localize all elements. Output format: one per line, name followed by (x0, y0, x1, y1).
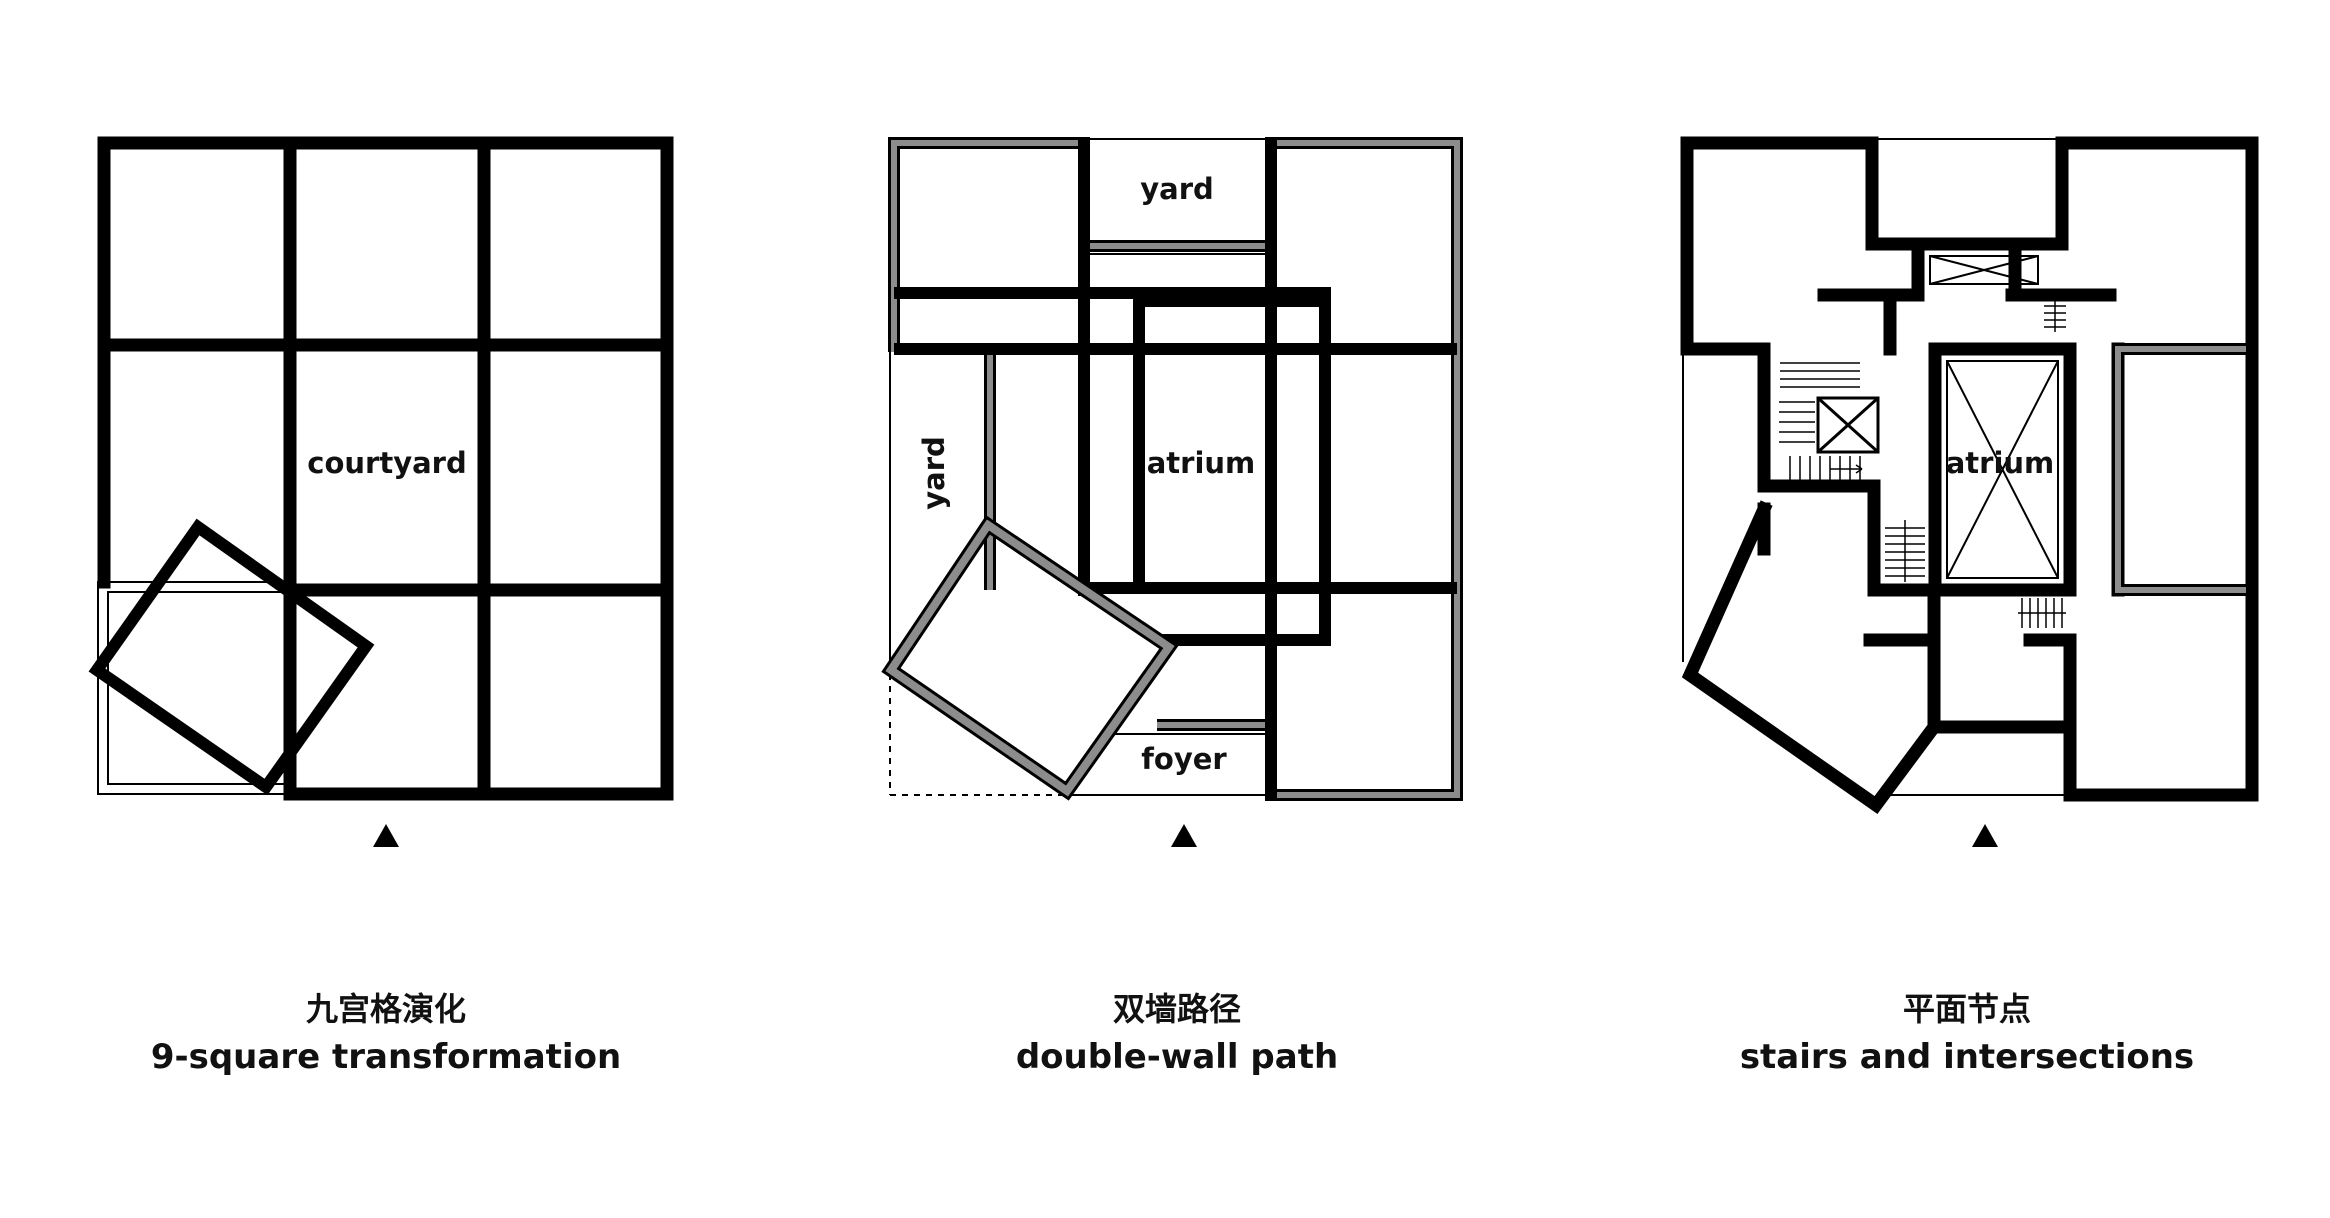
stair-treads (1779, 300, 2066, 628)
atrium-label: atrium (1147, 446, 1256, 480)
caption-3-en: stairs and intersections (1740, 1037, 2194, 1077)
rotated-double-wall-square (881, 515, 1179, 801)
yard-top-label: yard (1140, 172, 1214, 206)
yard-left-label: yard (917, 436, 951, 510)
captions: 九宫格演化 9-square transformation 双墙路径 doubl… (151, 990, 2194, 1077)
atrium-label: atrium (1946, 446, 2055, 480)
caption-1-zh: 九宫格演化 (306, 990, 466, 1028)
courtyard-label: courtyard (307, 446, 466, 480)
entrance-arrow-icon (373, 824, 399, 847)
entrance-arrow-icon (1171, 824, 1197, 847)
caption-3-zh: 平面节点 (1903, 990, 2031, 1028)
foyer-label: foyer (1141, 742, 1227, 776)
panel-nine-square: courtyard (88, 136, 674, 847)
atrium-void (1946, 360, 2059, 579)
plan-walls (1680, 136, 2259, 814)
stair-core-void (1816, 396, 1880, 454)
rotated-square (88, 518, 375, 796)
panel-double-wall: yard yard atrium foyer (881, 137, 1463, 847)
thick-walls (894, 137, 1457, 801)
caption-2-zh: 双墙路径 (1113, 990, 1241, 1028)
caption-2-en: double-wall path (1016, 1037, 1338, 1077)
entrance-arrow-icon (1972, 824, 1998, 847)
panel-stairs-intersections: atrium (1680, 136, 2259, 847)
caption-1-en: 9-square transformation (151, 1037, 621, 1077)
top-void (1929, 255, 2039, 285)
double-walls (888, 137, 1463, 801)
right-double-wall (2112, 343, 2246, 596)
grid-walls (97, 136, 674, 801)
